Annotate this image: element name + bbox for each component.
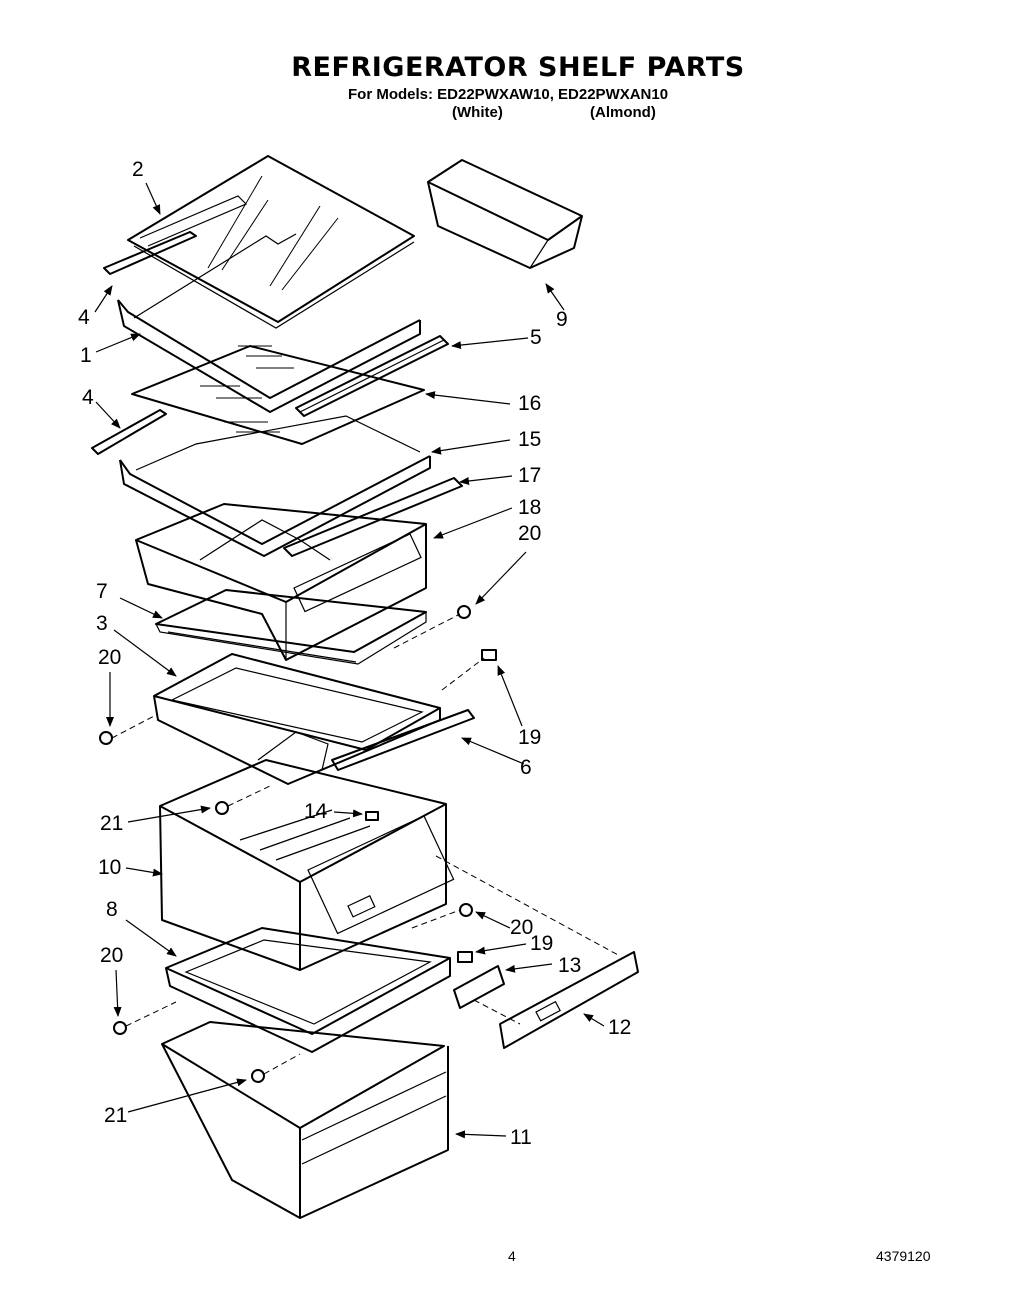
callout-3: 3 bbox=[96, 612, 108, 635]
callout-2: 2 bbox=[132, 158, 144, 181]
callout-20-a: 20 bbox=[518, 522, 541, 545]
callout-1: 1 bbox=[80, 344, 92, 367]
callout-21-b: 21 bbox=[104, 1104, 127, 1127]
page-number: 4 bbox=[508, 1248, 516, 1264]
glass-shelf-part-2 bbox=[127, 155, 415, 329]
bottom-drawer-part-11 bbox=[161, 1021, 449, 1219]
callout-17: 17 bbox=[518, 464, 541, 487]
callout-14: 14 bbox=[304, 800, 328, 823]
callout-15: 15 bbox=[518, 428, 541, 451]
callout-8: 8 bbox=[106, 898, 118, 921]
slide-part-13 bbox=[453, 965, 505, 1009]
shelf-rail-part-4-upper bbox=[103, 231, 197, 275]
callout-11: 11 bbox=[510, 1126, 532, 1149]
crisper-pan-part-18 bbox=[135, 503, 427, 661]
callout-20-c: 20 bbox=[510, 916, 533, 939]
assembly-lines bbox=[111, 613, 621, 1075]
callout-labels: 2 4 1 4 5 9 16 15 17 18 20 7 3 20 19 6 2… bbox=[78, 158, 631, 1149]
variant-white-label: (White) bbox=[452, 104, 503, 121]
crisper-cover-frame-part-3 bbox=[153, 653, 441, 785]
callout-10: 10 bbox=[98, 856, 121, 879]
glass-part-7 bbox=[155, 589, 427, 665]
lower-frame-part-15 bbox=[119, 415, 431, 557]
shelf-rail-part-4-lower bbox=[91, 409, 167, 455]
document-number: 4379120 bbox=[876, 1248, 931, 1264]
callout-19-b: 19 bbox=[530, 932, 553, 955]
control-plate-part-12 bbox=[499, 951, 639, 1049]
callout-6: 6 bbox=[520, 756, 532, 779]
callout-21-a: 21 bbox=[100, 812, 123, 835]
leader-lines bbox=[94, 182, 605, 1139]
callout-20-b: 20 bbox=[98, 646, 121, 669]
callout-9: 9 bbox=[556, 308, 568, 331]
crisper-cover-rail-part-17 bbox=[283, 477, 463, 557]
callout-20-d: 20 bbox=[100, 944, 123, 967]
page-title: REFRIGERATOR SHELF PARTS bbox=[291, 52, 745, 83]
callout-4-lower: 4 bbox=[82, 386, 94, 409]
hardware-parts bbox=[99, 605, 497, 1083]
lower-glass-part-8 bbox=[165, 927, 451, 1053]
callout-7: 7 bbox=[96, 580, 108, 603]
variant-almond-label: (Almond) bbox=[590, 104, 656, 121]
rail-part-6 bbox=[331, 709, 475, 771]
door-bin-part-9 bbox=[427, 159, 583, 269]
crisper-drawer-part-10 bbox=[159, 759, 455, 971]
shelf-frame-part-1 bbox=[117, 233, 421, 413]
callout-19-a: 19 bbox=[518, 726, 541, 749]
callout-13: 13 bbox=[558, 954, 581, 977]
callout-12: 12 bbox=[608, 1016, 631, 1039]
models-line: For Models: ED22PWXAW10, ED22PWXAN10 bbox=[348, 86, 669, 103]
callout-16: 16 bbox=[518, 392, 541, 415]
callout-4-upper: 4 bbox=[78, 306, 90, 329]
callout-5: 5 bbox=[530, 326, 542, 349]
callout-18: 18 bbox=[518, 496, 541, 519]
